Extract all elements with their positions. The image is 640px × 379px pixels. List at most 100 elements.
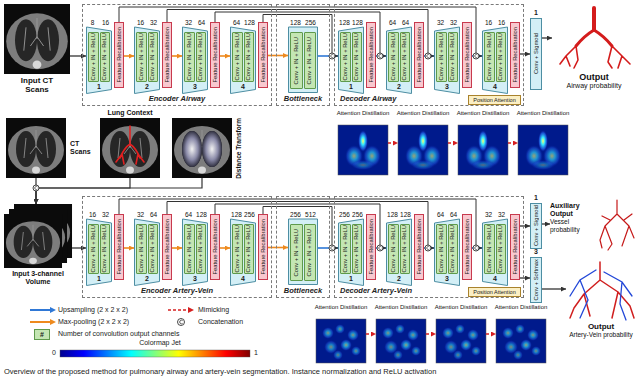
block-number: 2 [397, 275, 401, 282]
layer-label: Conv + IN + ReLU [138, 33, 145, 80]
connector [520, 53, 530, 54]
attention-title-row: Attention Distillation [396, 110, 450, 117]
recalibration-block: Feature Recalibration [462, 214, 472, 280]
channel-number: 128 [230, 210, 243, 219]
concat-mark [35, 186, 38, 189]
layer-label: Conv + IN + ReLU [306, 229, 313, 276]
region-title-row: Bottleneck [277, 94, 329, 104]
layer-label: Conv + IN + ReLU [497, 225, 504, 272]
panel-title: CT Scans [70, 140, 98, 156]
image-panel: CT Scans [6, 118, 66, 178]
conv-layer: Conv + IN + ReLU [352, 32, 363, 82]
connector [520, 225, 530, 226]
layer-label: Conv + IN + ReLU [186, 33, 193, 80]
connector [520, 277, 530, 278]
output-layer: 1Conv + Sigmoid [530, 18, 542, 90]
channel-row: 1632 [134, 18, 160, 27]
block-outline [339, 27, 364, 94]
image-panel: Input CT Scans [4, 4, 70, 74]
channel-number: 32 [99, 210, 112, 219]
conv-layers: Conv + IN + ReLUConv + IN + ReLU [484, 32, 506, 82]
free-label: 1 [252, 348, 260, 358]
conv-block: 816Conv + IN + ReLUConv + IN + ReLU1 [86, 18, 112, 94]
block-outline [87, 219, 112, 286]
conv-layer: Conv + IN + ReLU [496, 32, 507, 82]
block-number: 3 [445, 275, 449, 282]
layer-label: Conv + IN + ReLU [449, 33, 456, 80]
layer-label: Conv + IN + ReLU [401, 33, 408, 80]
layer-label: Conv + IN + ReLU [234, 225, 241, 272]
recalibration-block: Feature Recalibration [414, 214, 424, 280]
channel-number: 128 [351, 18, 364, 27]
conv-layer: Conv + IN + ReLU [340, 32, 351, 82]
attention-title: Attention Distillation [517, 110, 570, 116]
recalibration-label: Feature Recalibration [368, 219, 375, 274]
channel-number: 16 [86, 210, 99, 219]
conv-layer: Conv + IN + ReLU [184, 224, 195, 274]
conv-block: 3264Conv + IN + ReLUConv + IN + ReLU2 [134, 210, 160, 286]
layer-label: Conv + IN + ReLU [449, 225, 456, 272]
recalibration-block: Feature Recalibration [366, 214, 376, 280]
layer-label: Conv + IN + ReLU [101, 225, 108, 272]
channel-number: 128 [338, 18, 351, 27]
conv-block: 6464Conv + IN + ReLUConv + IN + ReLU2 [386, 18, 412, 94]
colormap-label: 0 [52, 349, 56, 356]
conv-block: 1632Conv + IN + ReLUConv + IN + ReLU2 [134, 18, 160, 94]
recalibration-label: Feature Recalibration [116, 219, 123, 274]
connector [172, 55, 182, 57]
layer-label: Conv + IN + ReLU [306, 37, 313, 84]
legend-entry: Number of convolution output channels [58, 329, 179, 339]
conv-block: 128128Conv + IN + ReLUConv + IN + ReLU1 [338, 18, 364, 94]
attention-map: Attention Distillation [316, 304, 366, 364]
channel-row: 128256 [230, 210, 256, 219]
panel-label: Auxiliary OutputVessel probability [550, 202, 598, 233]
block-number-row: 4 [482, 275, 508, 283]
conv-layer: Conv + IN + ReLU [448, 32, 459, 82]
layer-label: Conv + IN + ReLU [293, 229, 300, 276]
layer-label: Conv + Sigmoid [533, 33, 540, 74]
attention-label: Position Attention [473, 288, 516, 296]
block-number: 4 [493, 83, 497, 90]
legend-text: Upsampling (2 x 2 x 2) [58, 306, 128, 313]
channel-number: 256 [338, 210, 351, 219]
region-title: Bottleneck [284, 94, 322, 103]
concat-symbol [473, 53, 479, 59]
channel-number: 512 [303, 210, 318, 219]
attention-title-row: Attention Distillation [516, 110, 570, 117]
region-title-row: Decoder Airway [340, 94, 396, 104]
attention-map: Attention Distillation [496, 304, 546, 364]
conv-layers: Conv + IN + ReLUConv + IN + ReLU [184, 224, 206, 274]
image-panel: Distance Transform [172, 118, 232, 178]
layer-label: Conv + IN + ReLU [438, 33, 445, 80]
attention-title: Attention Distillation [457, 110, 510, 116]
recalibration-label: Feature Recalibration [260, 219, 267, 274]
channel-number: 128 [386, 210, 399, 219]
dashed-region: Encoder Artery-Vein1632Conv + IN + ReLUC… [82, 196, 272, 298]
conv-block: 1616Conv + IN + ReLUConv + IN + ReLU4 [482, 18, 508, 94]
channel-number: 256 [351, 210, 364, 219]
channel-row: 64128 [182, 210, 208, 219]
attention-map: Attention Distillation [376, 304, 426, 364]
layer-label: Conv + IN + ReLU [390, 225, 397, 272]
recalibration-block: Feature Recalibration [114, 22, 124, 88]
layer-label: Conv + IN + ReLU [245, 225, 252, 272]
channel-number: 128 [243, 18, 256, 27]
legend-text: Max-pooling (2 x 2 x 2) [58, 318, 129, 325]
panel-label: Input 3-channel Volume [4, 270, 72, 286]
panel-title: Distance Transform [235, 118, 242, 179]
region-title-row: Encoder Artery-Vein [83, 286, 271, 296]
recalibration-block: Feature Recalibration [258, 214, 268, 280]
conv-layer: Conv + IN + ReLU [88, 224, 99, 274]
block-number-row: 2 [134, 83, 160, 91]
connector [220, 247, 230, 249]
panel-label: CT Scans [70, 140, 98, 156]
conv-layers: Conv + IN + ReLUConv + IN + ReLU [88, 224, 110, 274]
connector [388, 142, 398, 143]
channel-symbol: # [40, 331, 44, 338]
output-channels: 1 [525, 194, 547, 202]
block-outline [135, 219, 160, 286]
legend-entry: Mimicking [198, 305, 229, 315]
conv-block: 128256Conv + IN + ReLUConv + IN + ReLU [288, 18, 318, 93]
region-title-row: Encoder Airway [83, 94, 271, 104]
channel-number: 128 [288, 18, 303, 27]
